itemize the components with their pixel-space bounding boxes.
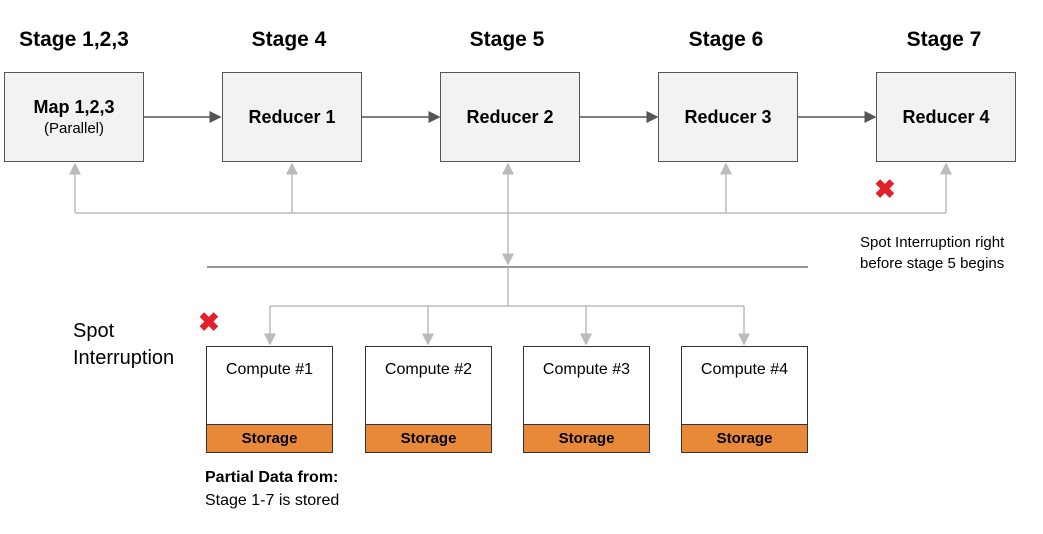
interruption-x-icon: ✖ (198, 307, 220, 337)
reducer-2-title: Reducer 2 (466, 106, 554, 127)
partial-data-rest: Stage 1-7 is stored (205, 492, 340, 509)
reducer-1-box: Reducer 1 (222, 72, 362, 162)
storage-bar: Storage (207, 424, 332, 452)
map-box-title: Map 1,2,3 (33, 97, 115, 117)
storage-bar: Storage (524, 424, 649, 452)
reducer-4-title: Reducer 4 (902, 106, 990, 127)
compute-label: Compute #3 (542, 361, 631, 378)
partial-data-bold: Partial Data from: (205, 469, 339, 486)
map-box: Map 1,2,3 (Parallel) (4, 72, 144, 162)
reducer-3-box: Reducer 3 (658, 72, 798, 162)
compute-node-1: Compute #1 Storage (206, 346, 333, 453)
interruption-note: Spot Interruption right before stage 5 b… (860, 232, 1004, 274)
stage-title-1: Stage 1,2,3 (19, 28, 129, 51)
reducer-2-box: Reducer 2 (440, 72, 580, 162)
compute-node-4: Compute #4 Storage (681, 346, 808, 453)
spot-label-line-1: Spot (73, 320, 115, 342)
reducer-4-box: Reducer 4 (876, 72, 1016, 162)
interruption-note-line-2: before stage 5 begins (860, 255, 1005, 272)
partial-data-note: Partial Data from: Stage 1-7 is stored (205, 466, 355, 512)
interruption-x-icon: ✖ (874, 174, 896, 204)
interruption-note-line-1: Spot Interruption right (860, 234, 1005, 251)
stage-title-4: Stage 4 (251, 28, 327, 51)
reducer-1-title: Reducer 1 (248, 106, 336, 127)
storage-bar: Storage (682, 424, 807, 452)
stage-title-6: Stage 6 (688, 28, 764, 51)
reducer-3-title: Reducer 3 (684, 106, 772, 127)
compute-label: Compute #2 (384, 361, 473, 378)
spot-label-line-2: Interruption (73, 347, 175, 369)
compute-node-3: Compute #3 Storage (523, 346, 650, 453)
map-box-subtitle: (Parallel) (43, 120, 104, 137)
stage-title-7: Stage 7 (906, 28, 982, 51)
compute-node-2: Compute #2 Storage (365, 346, 492, 453)
stage-title-5: Stage 5 (469, 28, 545, 51)
storage-bar: Storage (366, 424, 491, 452)
spot-interruption-label: Spot Interruption (73, 318, 174, 372)
compute-label: Compute #1 (225, 361, 314, 378)
compute-label: Compute #4 (700, 361, 789, 378)
